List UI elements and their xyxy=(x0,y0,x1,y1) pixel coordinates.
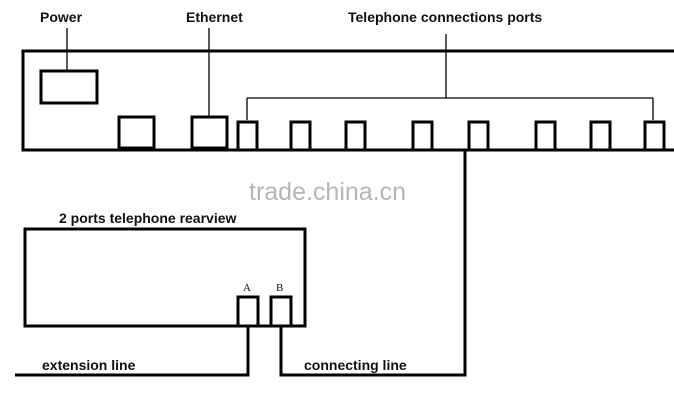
telephone-ports-label: Telephone connections ports xyxy=(348,9,542,25)
telephone-port-7 xyxy=(589,120,612,150)
telephone-port-3 xyxy=(344,120,367,150)
telephone-port-4 xyxy=(411,120,434,150)
telephone-ports-bracket xyxy=(246,34,654,120)
extension-line xyxy=(15,326,250,377)
unlabeled-port xyxy=(117,115,156,150)
telephone-port-1 xyxy=(236,120,259,150)
phone-port-b xyxy=(269,295,293,328)
ethernet-label: Ethernet xyxy=(186,9,243,25)
main-device-chassis xyxy=(21,49,674,152)
port-b-label: B xyxy=(276,282,283,294)
ethernet-port xyxy=(190,115,229,150)
power-socket xyxy=(39,69,99,105)
phone-title: 2 ports telephone rearview xyxy=(59,210,237,226)
telephone-port-8 xyxy=(643,120,666,150)
telephone-port-5 xyxy=(467,120,490,150)
connecting-line xyxy=(279,150,467,377)
extension-line-label: extension line xyxy=(42,357,136,373)
telephone-ports-group xyxy=(236,120,666,150)
phone-body xyxy=(23,227,307,328)
telephone-port-2 xyxy=(289,120,312,150)
telephone-port-6 xyxy=(534,120,557,150)
port-a-label: A xyxy=(243,282,251,294)
watermark: trade.china.cn xyxy=(249,178,406,206)
power-label: Power xyxy=(40,9,83,25)
phone-port-a xyxy=(236,295,260,328)
connecting-line-label: connecting line xyxy=(304,357,407,373)
